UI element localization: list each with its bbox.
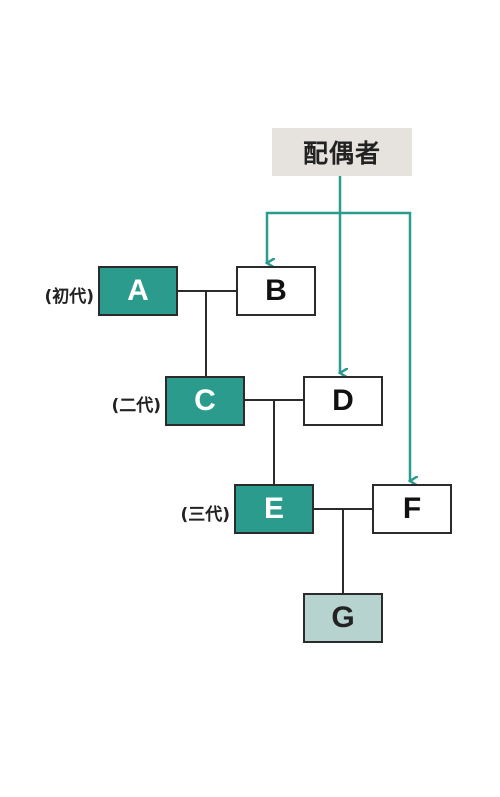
generation-label-first: (初代) (44, 287, 94, 307)
node-e: E (234, 484, 314, 534)
node-g: G (303, 593, 383, 643)
relationship-lines (178, 290, 372, 593)
node-c: C (165, 376, 245, 426)
spouse-arrows (267, 176, 410, 481)
node-f: F (372, 484, 452, 534)
generation-label-third: (三代) (180, 505, 230, 525)
arrow-to-b (267, 211, 340, 263)
arrow-to-f (340, 211, 410, 481)
node-d: D (303, 376, 383, 426)
spouse-header: 配偶者 (272, 128, 412, 176)
node-a: A (98, 266, 178, 316)
generation-label-second: (二代) (111, 396, 161, 416)
node-b: B (236, 266, 316, 316)
